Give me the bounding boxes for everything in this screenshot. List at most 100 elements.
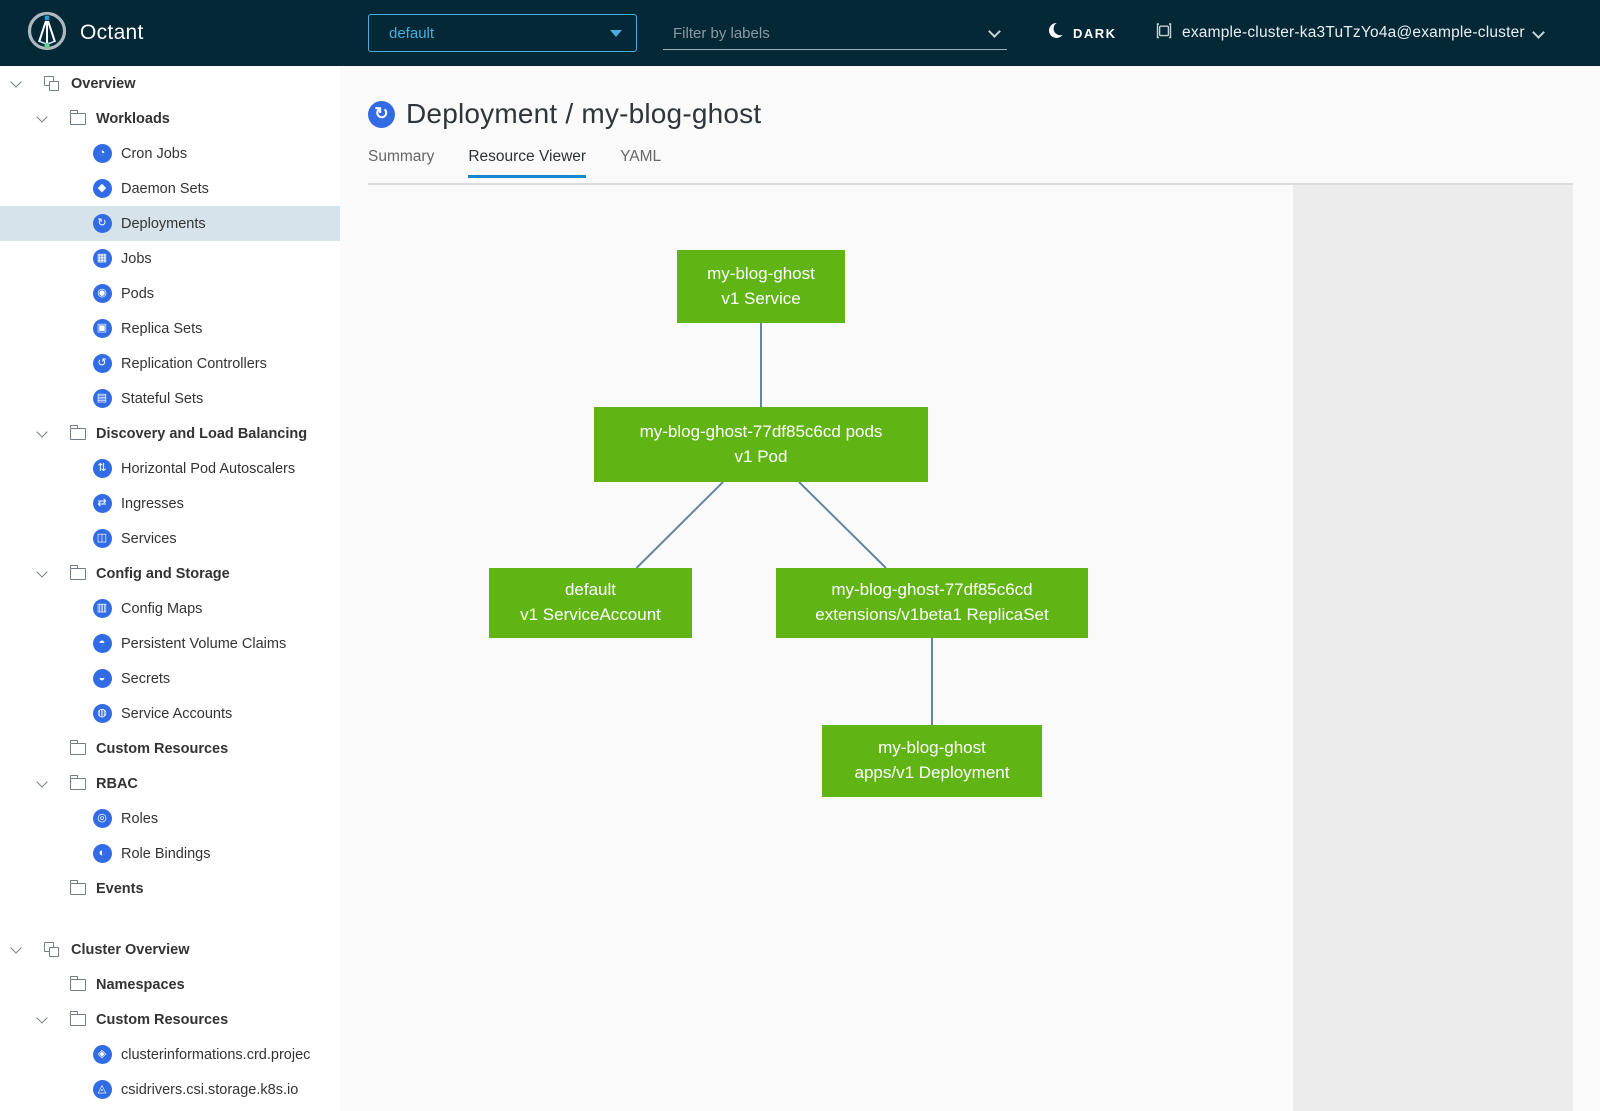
sidebar-item-config-maps[interactable]: ▥Config Maps	[0, 591, 340, 626]
folder-icon	[68, 975, 88, 995]
sidebar-item-label: Discovery and Load Balancing	[96, 425, 308, 442]
sidebar-item-label: Config and Storage	[96, 565, 230, 582]
cluster-context-switcher[interactable]: example-cluster-ka3TuTzYo4a@example-clus…	[1155, 0, 1551, 66]
sidebar-item-label: Config Maps	[121, 600, 203, 617]
sidebar-item-pods[interactable]: ◉Pods	[0, 276, 340, 311]
sidebar-item-config-and-storage[interactable]: Config and Storage	[0, 556, 340, 591]
sidebar-item-label: Replication Controllers	[121, 355, 267, 372]
sidebar-item-label: Overview	[71, 75, 136, 92]
sidebar-item-cluster-overview[interactable]: Cluster Overview	[0, 932, 340, 967]
chevron-down-icon[interactable]	[36, 566, 48, 578]
tab-summary[interactable]: Summary	[368, 148, 435, 165]
sidebar-item-service-accounts[interactable]: ◍ Service Accounts	[0, 696, 340, 731]
sidebar-item-label: Horizontal Pod Autoscalers	[121, 460, 296, 477]
sidebar-item-persistent-volume-claims[interactable]: ◓Persistent Volume Claims	[0, 626, 340, 661]
graph-node-serviceaccount[interactable]: default v1 ServiceAccount	[489, 568, 692, 638]
theme-toggle-button[interactable]: DARK	[1048, 0, 1117, 66]
sidebar-item-discovery-and-load-balancing[interactable]: Discovery and Load Balancing	[0, 416, 340, 451]
sidebar-item-role-bindings[interactable]: ◐Role Bindings	[0, 836, 340, 871]
sidebar-item-events[interactable]: Events	[0, 871, 340, 906]
sidebar-item-daemon-sets[interactable]: ◆ Daemon Sets	[0, 171, 340, 206]
cluster-context-label: example-cluster-ka3TuTzYo4a@example-clus…	[1182, 24, 1525, 41]
chevron-down-icon[interactable]	[36, 111, 48, 123]
sidebar-item-label: Replica Sets	[121, 320, 203, 337]
folder-icon	[68, 424, 88, 444]
applications-icon	[42, 940, 62, 960]
resource-graph-canvas[interactable]	[340, 185, 1278, 1111]
sidebar-item-custom-resources[interactable]: Custom Resources	[0, 731, 340, 766]
persistent-volume-claims-icon: ◓	[92, 634, 112, 654]
sidebar-item-secrets[interactable]: ◒ Secrets	[0, 661, 340, 696]
sidebar-item-deployments[interactable]: ↻Deployments	[0, 206, 340, 241]
sidebar-item-label: Service Accounts	[121, 705, 233, 722]
octant-logo-icon	[26, 10, 68, 57]
sidebar-item-label: RBAC	[96, 775, 138, 792]
page-title-text: Deployment / my-blog-ghost	[406, 98, 762, 129]
chevron-down-icon[interactable]	[10, 76, 22, 88]
sidebar-item-roles[interactable]: ◎Roles	[0, 801, 340, 836]
graph-node-kind: v1 ServiceAccount	[520, 605, 661, 624]
chevron-down-icon[interactable]	[36, 426, 48, 438]
tab-resource-viewer[interactable]: Resource Viewer	[468, 148, 586, 178]
folder-icon	[68, 564, 88, 584]
folder-icon	[68, 1010, 88, 1030]
graph-node-name: my-blog-ghost	[878, 738, 986, 758]
secrets-icon: ◒	[92, 669, 112, 689]
graph-node-name: my-blog-ghost-77df85c6cd pods	[639, 421, 883, 441]
chevron-down-icon[interactable]	[10, 942, 22, 954]
label-filter-placeholder: Filter by labels	[673, 25, 770, 42]
sidebar-item-horizontal-pod-autoscalers[interactable]: ⇅ Horizontal Pod Autoscalers	[0, 451, 340, 486]
page-title: ↻ Deployment / my-blog-ghost	[368, 98, 761, 130]
sidebar-item-label: Jobs	[121, 250, 152, 267]
sidebar-item-label: Secrets	[121, 670, 171, 687]
graph-node-deployment[interactable]: my-blog-ghost apps/v1 Deployment	[822, 725, 1042, 797]
sidebar-item-label: Custom Resources	[96, 1011, 229, 1028]
sidebar-item-label: Pods	[121, 285, 155, 302]
sidebar-item-clusterinformations-crd-projec[interactable]: ◈clusterinformations.crd.projec	[0, 1037, 340, 1072]
replica-sets-icon: ▣	[92, 319, 112, 339]
sidebar-item-replication-controllers[interactable]: ↺ Replication Controllers	[0, 346, 340, 381]
label-filter-input[interactable]: Filter by labels	[663, 18, 1007, 50]
sidebar-item-csidrivers-csi-storage-k8s-io[interactable]: ◬csidrivers.csi.storage.k8s.io	[0, 1072, 340, 1107]
sidebar-item-label: Deployments	[121, 215, 206, 232]
sidebar-item-jobs[interactable]: ▦Jobs	[0, 241, 340, 276]
services-icon: ◫	[92, 529, 112, 549]
sidebar-item-services[interactable]: ◫ Services	[0, 521, 340, 556]
graph-node-kind: apps/v1 Deployment	[854, 763, 1010, 782]
sidebar-item-label: Services	[121, 530, 177, 547]
sidebar-item-label: Role Bindings	[121, 845, 211, 862]
sidebar-item-label: Namespaces	[96, 976, 185, 993]
sidebar-item-rbac[interactable]: RBAC	[0, 766, 340, 801]
sidebar-item-overview[interactable]: Overview	[0, 66, 340, 101]
sidebar-item-label: Roles	[121, 810, 159, 827]
sidebar-item-label: Daemon Sets	[121, 180, 209, 197]
sidebar-item-custom-resources[interactable]: Custom Resources	[0, 1002, 340, 1037]
sidebar-item-label: Ingresses	[121, 495, 184, 512]
sidebar-item-label: csidrivers.csi.storage.k8s.io	[121, 1081, 299, 1098]
graph-node-name: my-blog-ghost-77df85c6cd	[831, 580, 1033, 600]
service-accounts-icon: ◍	[92, 704, 112, 724]
daemon-sets-icon: ◆	[92, 179, 112, 199]
tab-bar: Summary Resource Viewer YAML	[368, 148, 661, 178]
horizontal-pod-autoscalers-icon: ⇅	[92, 459, 112, 479]
replication-controllers-icon: ↺	[92, 354, 112, 374]
folder-icon	[68, 774, 88, 794]
graph-node-name: default	[564, 580, 617, 600]
sidebar-item-cron-jobs[interactable]: ◔Cron Jobs	[0, 136, 340, 171]
sidebar-item-label: Workloads	[96, 110, 170, 127]
app-brand[interactable]: Octant	[26, 10, 326, 57]
namespace-select[interactable]: default	[368, 14, 637, 52]
chevron-down-icon[interactable]	[36, 776, 48, 788]
sidebar-item-namespaces[interactable]: Namespaces	[0, 967, 340, 1002]
sidebar-item-replica-sets[interactable]: ▣ Replica Sets	[0, 311, 340, 346]
sidebar-item-ingresses[interactable]: ⇄Ingresses	[0, 486, 340, 521]
chevron-down-icon[interactable]	[36, 1012, 48, 1024]
sidebar-item-workloads[interactable]: Workloads	[0, 101, 340, 136]
sidebar-item-stateful-sets[interactable]: ▤Stateful Sets	[0, 381, 340, 416]
namespace-select-value: default	[389, 24, 435, 42]
tab-yaml[interactable]: YAML	[620, 148, 662, 165]
